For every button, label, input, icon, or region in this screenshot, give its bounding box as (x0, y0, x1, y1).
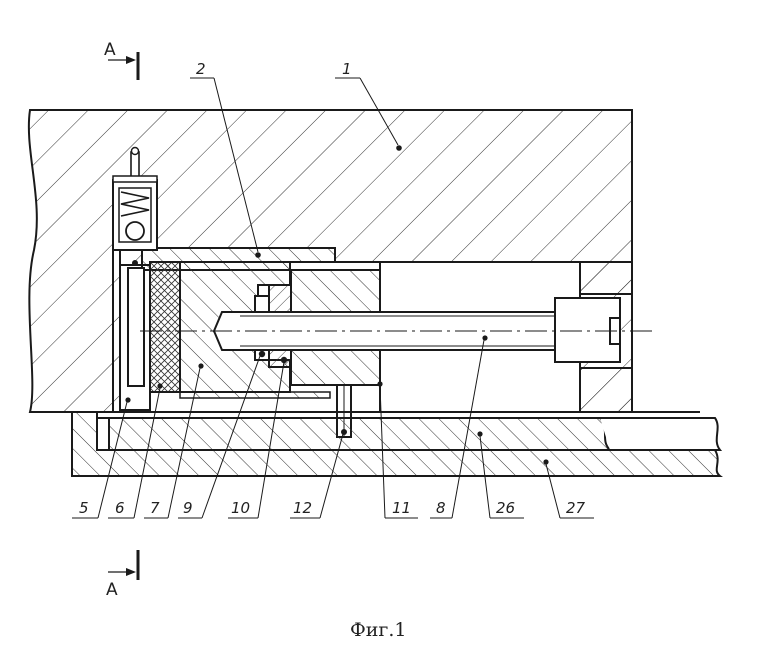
callout-12: 12 (290, 433, 344, 519)
svg-text:26: 26 (496, 499, 515, 517)
callout-5: 5 (72, 397, 131, 519)
callout-6: 6 (108, 383, 163, 519)
callout-7: 7 (144, 363, 204, 519)
rail-part-26 (96, 417, 613, 451)
svg-text:2: 2 (196, 60, 206, 78)
rail-slot (96, 417, 110, 451)
nut-dot-9 (258, 350, 266, 358)
washer-dot-10 (280, 356, 288, 364)
svg-text:A: A (106, 580, 118, 600)
svg-text:11: 11 (392, 499, 411, 517)
callout-26: 26 (477, 431, 524, 519)
callout-27: 27 (543, 459, 594, 519)
spring-valve (112, 146, 158, 412)
svg-text:9: 9 (183, 499, 193, 517)
svg-text:27: 27 (566, 499, 586, 517)
section-mark-bottom: A (106, 550, 140, 600)
svg-text:6: 6 (115, 499, 125, 517)
insert-part-6 (149, 261, 181, 393)
svg-text:A: A (104, 40, 116, 60)
svg-text:8: 8 (436, 499, 446, 517)
svg-text:1: 1 (342, 60, 352, 78)
section-mark-top: A (104, 40, 140, 80)
callout-8: 8 (430, 335, 488, 519)
svg-text:5: 5 (79, 499, 89, 517)
callout-2: 2 (190, 60, 261, 258)
callout-10: 10 (228, 361, 285, 519)
plate-part-5 (127, 267, 145, 387)
base-part-27 (71, 411, 723, 477)
rail-end-26 (600, 417, 723, 451)
body-right-lip (579, 367, 633, 413)
body-right-top (579, 261, 633, 295)
callout-11: 11 (377, 381, 418, 519)
svg-text:12: 12 (293, 499, 312, 517)
svg-text:7: 7 (150, 499, 160, 517)
rod-part-8 (212, 311, 556, 351)
callout-9: 9 (178, 355, 261, 519)
figure-caption: Фиг.1 (350, 619, 407, 641)
callout-1: 1 (335, 60, 402, 151)
svg-text:10: 10 (231, 499, 250, 517)
